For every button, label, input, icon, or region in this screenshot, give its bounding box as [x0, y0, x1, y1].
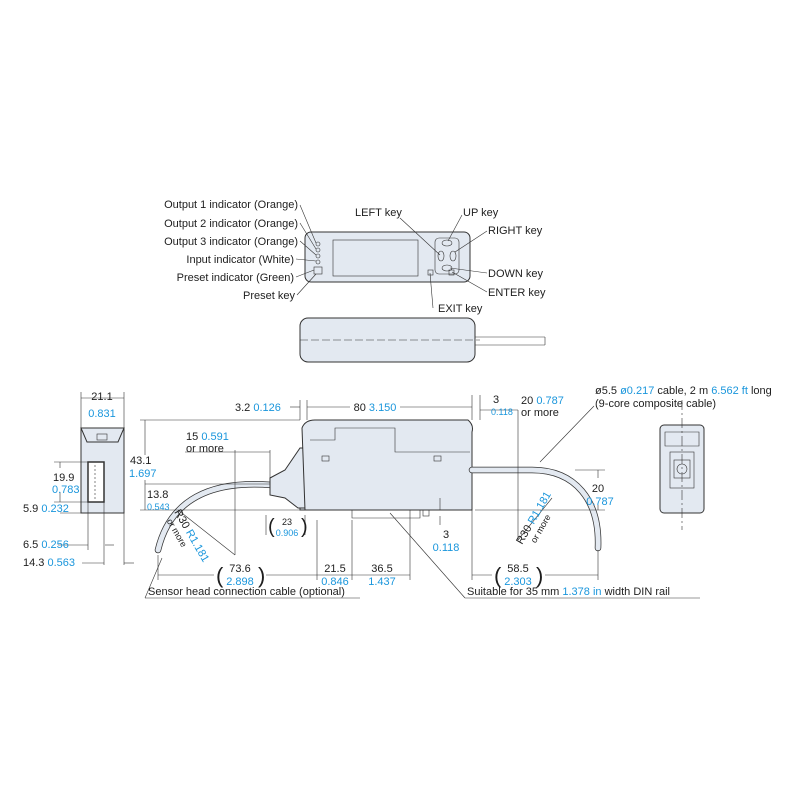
dim-cable-height-in: 0.543 — [147, 502, 170, 512]
dim-20-more: 20 0.787 — [521, 395, 564, 407]
label-output1-indicator: Output 1 indicator (Orange) — [164, 199, 298, 211]
dim-3-2: 3.2 0.126 — [235, 402, 281, 414]
dim-14-3: 14.3 0.563 — [23, 557, 75, 569]
label-right-key: RIGHT key — [488, 225, 543, 237]
dim-length: 80 3.150 — [354, 402, 397, 414]
label-enter-key: ENTER key — [488, 287, 546, 299]
dim-cable-height-mm: 13.8 — [147, 489, 168, 501]
top-view-device: Output 1 indicator (Orange) Output 2 ind… — [164, 199, 546, 315]
side-view-device — [299, 317, 546, 363]
dim-3-bottom-in: 0.118 — [433, 542, 460, 554]
dim-20-right-in: 0.787 — [586, 496, 614, 508]
dim-width-side-in: 0.831 — [88, 408, 116, 420]
dim-23-mm: 23 — [282, 517, 292, 527]
dim-15-more-note: or more — [186, 443, 224, 455]
dim-width-side-mm: 21.1 — [91, 391, 112, 403]
dim-window-in: 0.783 — [52, 484, 80, 496]
note-cable-core: (9-core composite cable) — [595, 398, 716, 410]
dim-3-bottom-mm: 3 — [443, 529, 449, 541]
paren-close-23: ) — [301, 516, 308, 538]
dim-15-more: 15 0.591 — [186, 431, 229, 443]
paren-close-73: ) — [258, 563, 265, 588]
notes: Sensor head connection cable (optional) … — [148, 385, 772, 598]
dim-height-total-in: 1.697 — [129, 468, 157, 480]
note-sensor-cable: Sensor head connection cable (optional) — [148, 586, 345, 598]
paren-open-23: ( — [268, 516, 275, 538]
dim-window-mm: 19.9 — [53, 472, 74, 484]
note-din-rail: Suitable for 35 mm 1.378 in width DIN ra… — [467, 586, 670, 598]
label-output3-indicator: Output 3 indicator (Orange) — [164, 236, 298, 248]
paren-close-58: ) — [536, 563, 543, 588]
label-exit-key: EXIT key — [438, 303, 483, 315]
label-up-key: UP key — [463, 207, 499, 219]
label-preset-key: Preset key — [243, 290, 295, 302]
paren-open-58: ( — [494, 563, 502, 588]
dim-36-5-mm: 36.5 — [371, 563, 392, 575]
label-preset-indicator: Preset indicator (Green) — [177, 272, 294, 284]
end-view-right — [659, 400, 705, 530]
label-output2-indicator: Output 2 indicator (Orange) — [164, 218, 298, 230]
label-left-key: LEFT key — [355, 207, 402, 219]
dim-3-top-in: 0.118 — [491, 407, 513, 417]
dim-20-more-note: or more — [521, 407, 559, 419]
paren-open-73: ( — [216, 563, 224, 588]
dim-20-right-mm: 20 — [592, 483, 604, 495]
dim-23-in: 0.906 — [276, 528, 299, 538]
dim-36-5-in: 1.437 — [368, 576, 396, 588]
end-view-left — [54, 392, 134, 565]
dim-58-5-in: 2.303 — [504, 576, 532, 588]
dim-3-top-mm: 3 — [493, 394, 499, 406]
note-cable-spec: ø5.5 ø0.217 cable, 2 m 6.562 ft long — [595, 385, 772, 397]
dim-21-5-in: 0.846 — [321, 576, 349, 588]
dim-r30-right: R30 R1.181 or more — [514, 490, 554, 547]
dim-21-5-mm: 21.5 — [324, 563, 345, 575]
dim-5-9: 5.9 0.232 — [23, 503, 69, 515]
label-input-indicator: Input indicator (White) — [186, 254, 294, 266]
dim-73-6-in: 2.898 — [226, 576, 254, 588]
label-down-key: DOWN key — [488, 268, 544, 280]
dim-height-total-mm: 43.1 — [130, 455, 151, 467]
dim-73-6-mm: 73.6 — [229, 563, 250, 575]
dim-58-5-mm: 58.5 — [507, 563, 528, 575]
main-front-view — [140, 395, 700, 599]
dim-6-5: 6.5 0.256 — [23, 539, 69, 551]
